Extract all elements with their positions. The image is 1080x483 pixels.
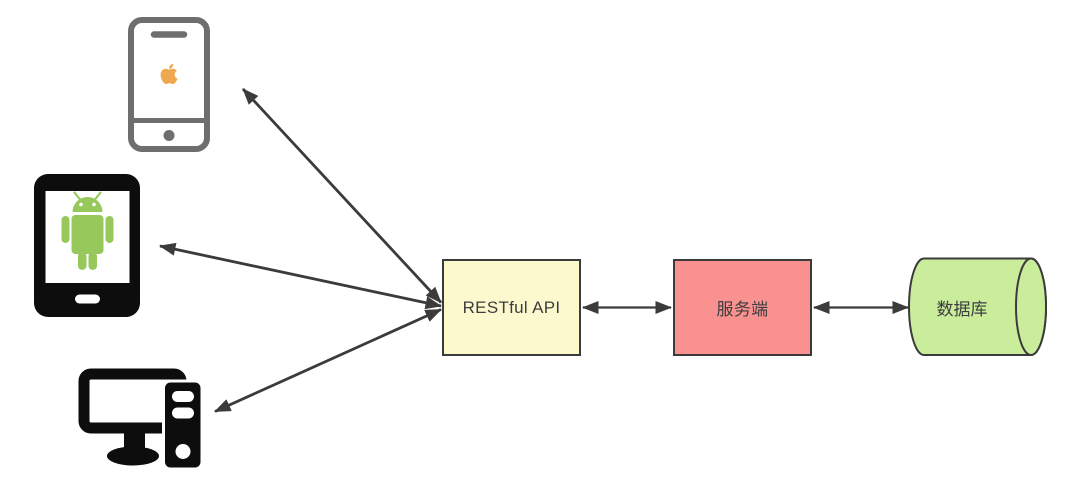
cylinder-cap (1015, 257, 1047, 356)
iphone-icon (128, 17, 210, 152)
node-database-shape (908, 257, 1047, 356)
android-tablet-icon (34, 174, 140, 317)
monitor-stand (124, 430, 145, 450)
tower-slot (172, 407, 194, 419)
tower-slot (172, 391, 194, 402)
monitor-base (107, 446, 159, 466)
arrow-tablet-api (159, 242, 442, 310)
node-server-label: 服务端 (716, 300, 769, 319)
tower-power-button (175, 444, 191, 459)
node-server: 服务端 (673, 259, 812, 356)
apple-logo-icon (160, 63, 178, 85)
node-restful-api: RESTful API (442, 259, 581, 356)
iphone-home-button (163, 130, 175, 141)
tower-case (162, 379, 204, 471)
desktop-computer-icon (78, 368, 204, 471)
node-restful-api-label: RESTful API (462, 297, 561, 317)
node-database-label: 数据库 (936, 300, 988, 319)
android-robot-icon (61, 191, 114, 270)
arrow-desktop-api (214, 308, 442, 413)
edge-arrows (159, 88, 909, 413)
tablet-home-button (75, 294, 100, 304)
